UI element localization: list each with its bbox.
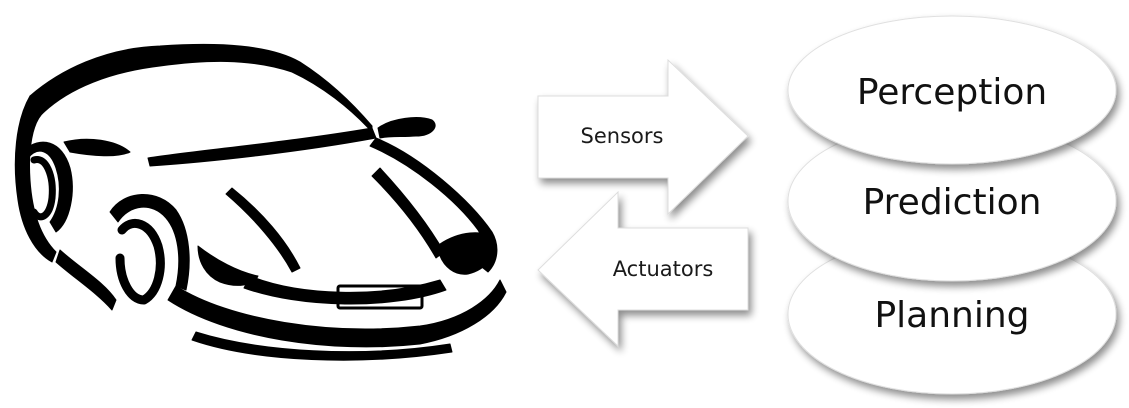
car-lower-side [55,249,117,311]
car-license-plate [336,284,424,310]
car-front-wheel-arch [109,194,190,291]
sensors-arrow-shape [537,58,749,216]
car-rear-wheel [30,156,56,221]
car-grille [243,275,447,305]
car-windshield-edge [147,127,377,167]
car-hood-line-left [225,187,301,273]
car-mirror [377,117,436,139]
car-side-line [63,138,131,157]
car-hood-line-right [371,167,445,259]
perception-ellipse [787,15,1117,165]
car-roof [29,43,373,133]
sensors-arrow [537,58,749,216]
actuators-arrow [537,190,749,348]
actuators-label: Actuators [613,257,714,281]
perception-label: Perception [857,72,1047,113]
car-underbody [191,331,453,361]
car-headlight-right [439,232,496,275]
car-icon [14,43,507,361]
planning-label: Planning [874,295,1029,336]
actuators-arrow-shape [537,190,749,348]
car-bumper [167,279,507,348]
sensors-label: Sensors [581,124,664,148]
prediction-label: Prediction [863,182,1042,223]
car-front-wheel [115,218,165,305]
car-rear-wheel-arch [23,141,73,233]
stage-perception [787,15,1117,165]
